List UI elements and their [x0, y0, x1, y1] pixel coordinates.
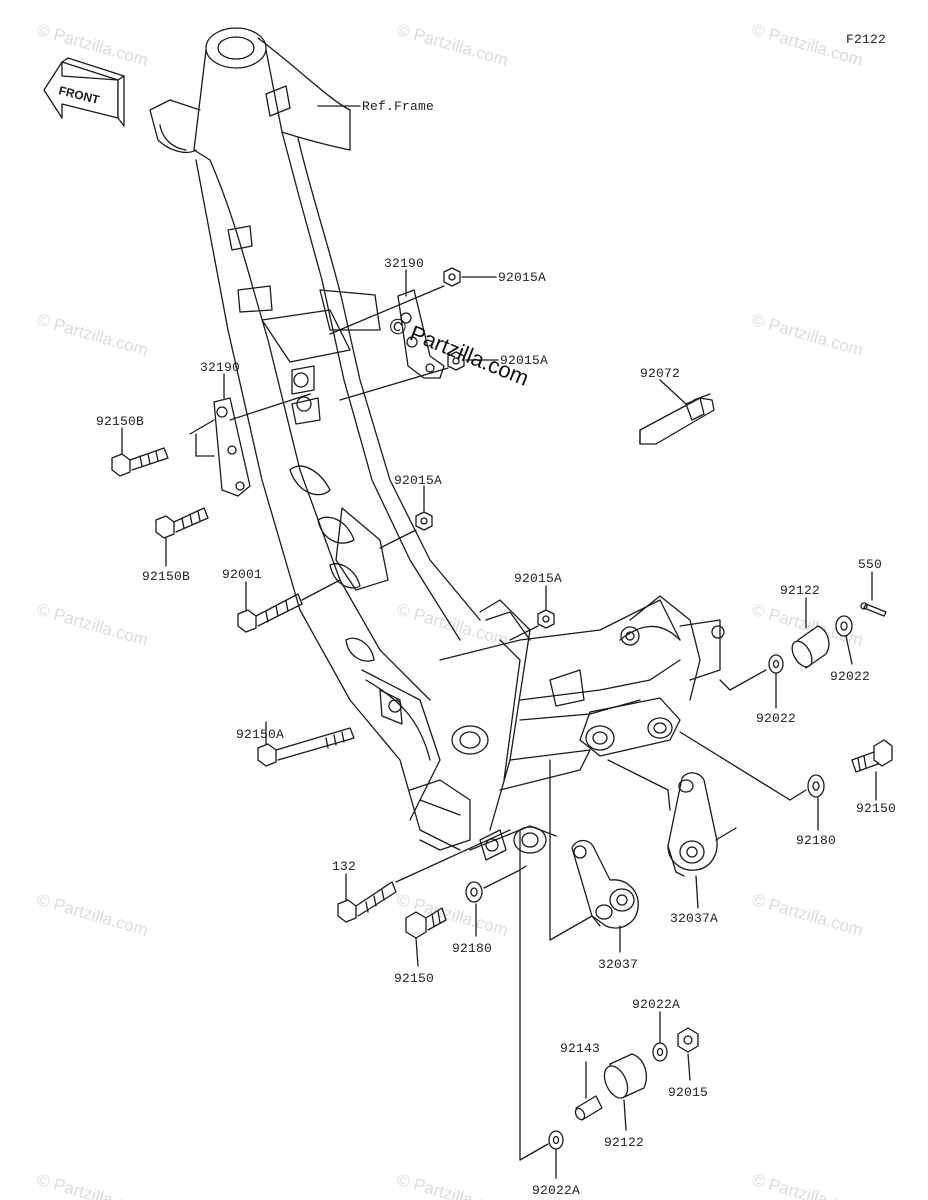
nut-92015A-3 — [415, 511, 433, 531]
nut-92015A-1 — [443, 267, 461, 287]
leader-line — [719, 679, 731, 691]
part-label-92150[interactable]: 92150 — [394, 971, 435, 986]
leader-line — [715, 827, 737, 841]
bolt-132 — [337, 881, 397, 923]
part-label-92022A[interactable]: 92022A — [632, 997, 681, 1012]
leader-line — [509, 625, 539, 641]
leader-line — [695, 875, 699, 909]
part-label-92015A[interactable]: 92015A — [394, 473, 443, 488]
part-label-32190[interactable]: 32190 — [384, 256, 425, 271]
frame-outline — [149, 27, 725, 861]
washer-92022-right — [835, 615, 853, 637]
part-label-32190[interactable]: 32190 — [200, 360, 241, 375]
leader-line — [623, 1099, 627, 1131]
leader-line — [395, 829, 511, 883]
part-label-92150B[interactable]: 92150B — [96, 414, 145, 429]
link-32037 — [571, 839, 639, 929]
part-label-92022A[interactable]: 92022A — [532, 1183, 581, 1198]
washer-92022A-bottom — [548, 1130, 564, 1150]
leader-line — [845, 635, 853, 665]
part-label-92015A[interactable]: 92015A — [514, 571, 563, 586]
bolt-92150A — [257, 727, 355, 767]
part-label-92015A[interactable]: 92015A — [498, 270, 547, 285]
leader-line — [229, 393, 311, 421]
leader-line — [789, 789, 807, 801]
cotter-pin-550 — [860, 602, 887, 617]
leader-line — [379, 529, 417, 549]
part-label-132[interactable]: 132 — [332, 859, 357, 874]
leader-line — [549, 915, 593, 941]
nut-92015A-4 — [537, 609, 555, 629]
part-label-92001[interactable]: 92001 — [222, 567, 263, 582]
bolt-92150-right — [851, 739, 893, 773]
bolt-92150-bottom — [405, 907, 447, 939]
part-label-92015[interactable]: 92015 — [668, 1085, 709, 1100]
leader-line — [607, 759, 669, 791]
band-92072 — [639, 393, 715, 445]
part-label-92022[interactable]: 92022 — [830, 669, 871, 684]
bolt-92150B-2 — [155, 507, 209, 539]
leader-line — [189, 419, 215, 435]
leader-line — [519, 865, 527, 871]
diagram-code: F2122 — [846, 32, 887, 47]
nut-92015A-2 — [447, 351, 465, 371]
part-label-92143[interactable]: 92143 — [560, 1041, 601, 1056]
ref-frame-label: Ref.Frame — [362, 99, 435, 114]
leader-line — [519, 1143, 549, 1161]
leader-line — [415, 937, 419, 967]
washer-92022-mid — [768, 654, 784, 674]
part-label-92022[interactable]: 92022 — [756, 711, 797, 726]
spacer-92143 — [574, 1095, 603, 1121]
leader-line — [483, 869, 521, 889]
leader-line — [329, 285, 445, 335]
washer-92180-right — [807, 774, 825, 798]
part-label-92072[interactable]: 92072 — [640, 366, 681, 381]
leader-line — [659, 379, 687, 405]
part-label-92122[interactable]: 92122 — [780, 583, 821, 598]
leader-line — [339, 367, 449, 401]
part-label-92150A[interactable]: 92150A — [236, 727, 285, 742]
leader-line — [679, 731, 791, 801]
collar-92122-top — [791, 625, 830, 669]
part-label-92150[interactable]: 92150 — [856, 801, 897, 816]
leader-line — [729, 669, 767, 691]
part-label-92122[interactable]: 92122 — [604, 1135, 645, 1150]
washer-92022A-top — [652, 1042, 668, 1062]
part-label-92150B[interactable]: 92150B — [142, 569, 191, 584]
part-label-92015A[interactable]: 92015A — [500, 353, 549, 368]
bolt-92001 — [237, 593, 303, 633]
part-label-92180[interactable]: 92180 — [796, 833, 837, 848]
part-label-92180[interactable]: 92180 — [452, 941, 493, 956]
link-32037A — [667, 772, 718, 877]
part-label-32037[interactable]: 32037 — [598, 957, 639, 972]
part-label-550[interactable]: 550 — [858, 557, 883, 572]
leader-line — [667, 789, 671, 811]
front-arrow-icon: FRONT — [43, 57, 125, 127]
leader-line — [687, 1053, 691, 1081]
part-label-32037A[interactable]: 32037A — [670, 911, 719, 926]
collar-92122-bottom — [603, 1053, 647, 1099]
leader-line — [301, 579, 341, 601]
nut-92015 — [677, 1027, 699, 1053]
washer-92180-bottom — [465, 881, 483, 903]
bracket-32190-top — [397, 289, 445, 379]
bolt-92150B-1 — [111, 447, 169, 477]
bracket-32190-left — [213, 397, 251, 497]
